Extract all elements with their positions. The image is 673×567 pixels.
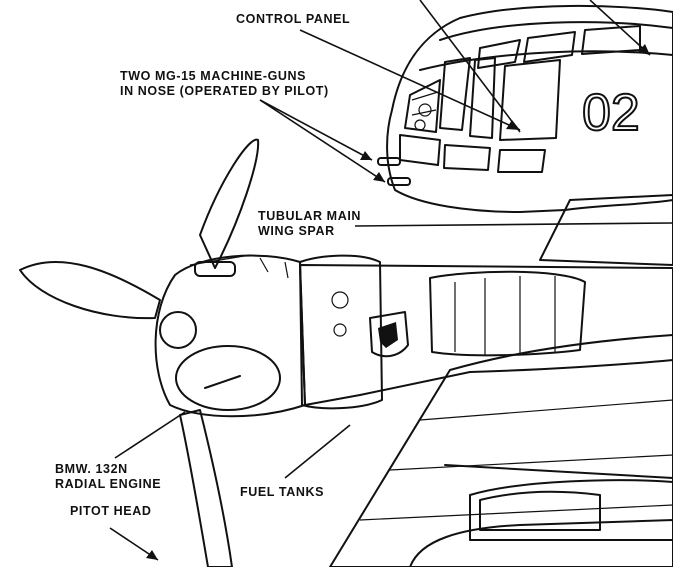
propeller [19, 138, 260, 567]
label-wing-spar-line1: TUBULAR MAIN [258, 209, 361, 223]
machine-gun-barrels [377, 157, 411, 186]
label-wing-spar-line2: WING SPAR [258, 224, 335, 238]
control-panel-detail [411, 91, 439, 131]
leader-lines [109, 0, 673, 561]
label-machine-guns-line2: IN NOSE (OPERATED BY PILOT) [120, 84, 329, 98]
label-pitot-head: PITOT HEAD [70, 504, 151, 518]
label-control-panel: CONTROL PANEL [236, 12, 350, 26]
label-engine-line1: BMW. 132N [55, 462, 128, 476]
label-engine-line2: RADIAL ENGINE [55, 477, 161, 491]
label-fuel-tanks: FUEL TANKS [240, 485, 324, 499]
label-machine-guns-line1: TWO MG-15 MACHINE-GUNS [120, 69, 306, 83]
cockpit-glazing [399, 25, 641, 173]
fuselage-nose: 02 [377, 4, 673, 213]
unit-emblem-shield [369, 311, 409, 358]
wing [329, 194, 673, 567]
engine-nacelle [19, 138, 673, 567]
aircraft-marking: 02 [582, 84, 640, 142]
